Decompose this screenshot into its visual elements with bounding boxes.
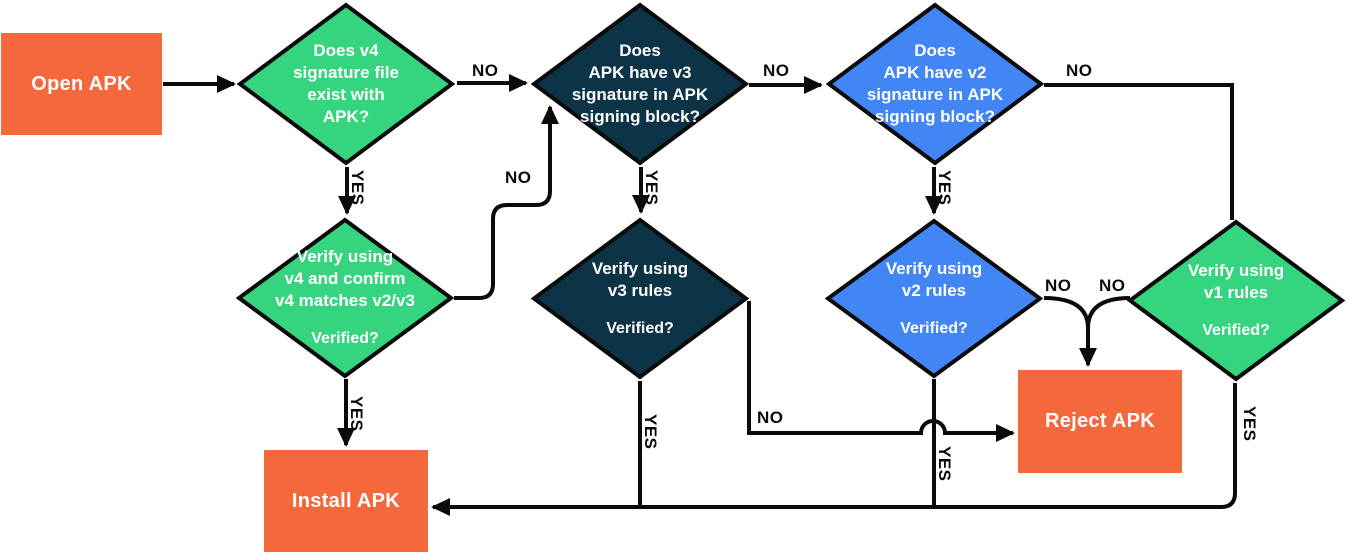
node-verify-v4-question: Verified? <box>311 330 379 348</box>
node-verify-v1: Verify using v1 rules Verified? <box>1127 219 1345 382</box>
diamond-shape <box>826 2 1044 166</box>
edge-v2check-no <box>1044 83 1234 220</box>
node-v2-signature-decision: Does APK have v2 signature in APK signin… <box>826 2 1044 166</box>
edge-label-v3check-yes: YES <box>642 170 661 206</box>
node-verify-v3-text: Verify using v3 rules <box>591 258 689 300</box>
edge-label-v4verify-no: NO <box>505 168 532 187</box>
node-install-apk-label: Install APK <box>291 489 401 512</box>
node-open-apk-label: Open APK <box>31 72 132 95</box>
node-verify-v4: Verify using v4 and confirm v4 matches v… <box>236 217 454 379</box>
edge-label-v1verify-no: NO <box>1099 276 1126 295</box>
node-verify-v2: Verify using v2 rules Verified? <box>825 218 1043 379</box>
edge-label-v4check-yes: YES <box>348 170 367 206</box>
node-v4-exists-decision: Does v4 signature file exist with APK? <box>237 2 455 166</box>
edge-v1verify-no <box>1086 296 1131 329</box>
node-reject-apk-label: Reject APK <box>1044 410 1156 432</box>
diamond-shape <box>531 217 749 380</box>
node-verify-v3-question: Verified? <box>606 319 674 337</box>
diamond-shape <box>237 2 455 166</box>
node-verify-v2-text: Verify using v2 rules <box>885 258 983 300</box>
edge-label-v2check-yes: YES <box>935 170 954 206</box>
diamond-shape <box>236 217 454 379</box>
edge-label-v3verify-yes: YES <box>641 414 660 450</box>
node-reject-apk: Reject APK <box>1018 370 1182 473</box>
edge-label-v2verify-no: NO <box>1045 276 1072 295</box>
edge-label-v3check-no: NO <box>763 61 790 80</box>
edge-label-v1verify-yes: YES <box>1240 406 1259 442</box>
edge-label-v3verify-no: NO <box>757 408 784 427</box>
edge-label-v2check-no: NO <box>1066 61 1093 80</box>
edge-label-v2verify-yes: YES <box>935 446 954 482</box>
edge-label-v4verify-yes: YES <box>347 396 366 432</box>
edge-label-v4check-no: NO <box>472 61 499 80</box>
diamond-shape <box>1127 219 1345 382</box>
edge-v2verify-no <box>1043 296 1097 367</box>
node-v2-signature-text: Does APK have v2 signature in APK signin… <box>866 40 1004 127</box>
edge-v3verify-no <box>747 301 1015 442</box>
node-v3-signature-text: Does APK have v3 signature in APK signin… <box>571 40 709 127</box>
node-open-apk: Open APK <box>1 33 162 135</box>
diamond-shape <box>825 218 1043 379</box>
node-verify-v3: Verify using v3 rules Verified? <box>531 217 749 380</box>
node-v3-signature-decision: Does APK have v3 signature in APK signin… <box>531 2 749 166</box>
node-install-apk: Install APK <box>264 450 428 552</box>
node-verify-v1-question: Verified? <box>1202 321 1270 339</box>
edge-v4verify-no <box>454 105 559 300</box>
node-v4-exists-text: Does v4 signature file exist with APK? <box>293 40 399 127</box>
edge-v1verify-yes <box>431 383 1237 516</box>
node-verify-v1-text: Verify using v1 rules <box>1187 260 1285 302</box>
node-verify-v4-text: Verify using v4 and confirm v4 matches v… <box>275 246 415 311</box>
diamond-shape <box>531 2 749 166</box>
node-verify-v2-question: Verified? <box>900 319 968 337</box>
